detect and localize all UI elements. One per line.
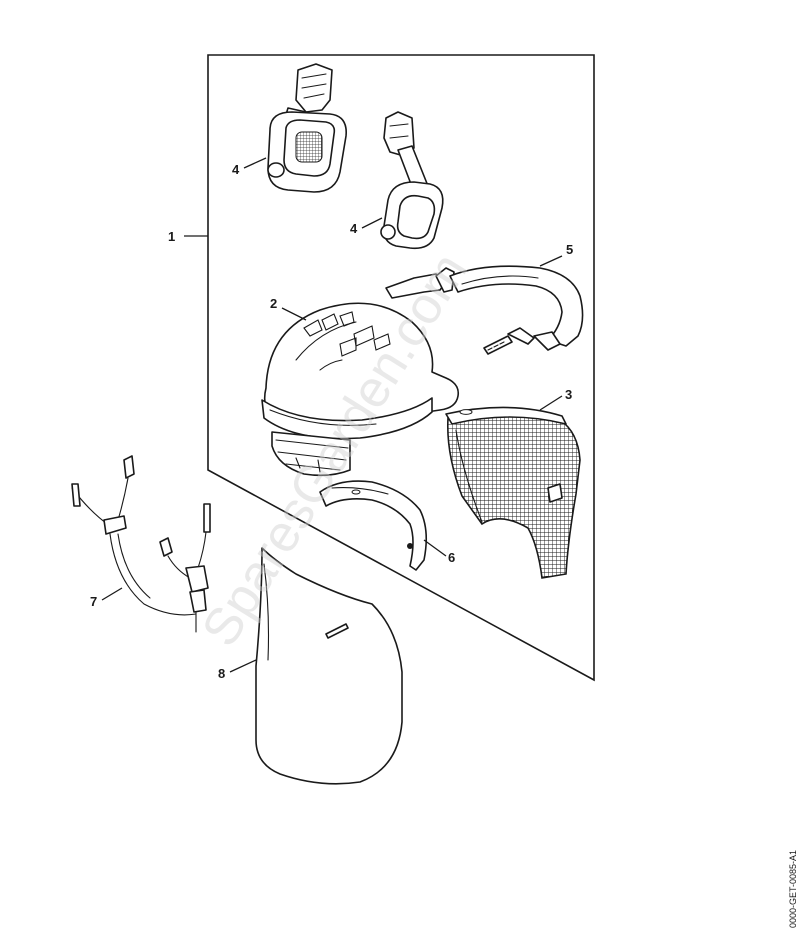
callout-label: 7	[90, 594, 97, 609]
callout-label: 5	[566, 242, 573, 257]
neck-guard	[255, 547, 403, 785]
callout-label: 8	[218, 666, 225, 681]
helmet-shell	[261, 302, 460, 477]
callout-4-lower: 4	[350, 217, 383, 236]
callout-label: 4	[350, 221, 358, 236]
callout-6: 6	[423, 539, 455, 565]
callout-1: 1	[168, 229, 208, 244]
reference-code: 0000-GET-0085-A1	[788, 850, 798, 928]
ear-protector-upper	[267, 63, 347, 193]
callout-5: 5	[539, 242, 573, 267]
callout-label: 6	[448, 550, 455, 565]
callout-label: 4	[232, 162, 240, 177]
callout-4-upper: 4	[232, 157, 267, 177]
assembly-frame	[207, 54, 595, 682]
visor-holder	[319, 480, 428, 571]
chin-strap	[71, 455, 211, 633]
callout-3: 3	[539, 387, 572, 411]
callout-7: 7	[90, 587, 123, 609]
callout-label: 3	[565, 387, 572, 402]
callout-8: 8	[218, 659, 257, 681]
visor-bracket	[385, 265, 584, 355]
mesh-visor	[445, 406, 581, 579]
callout-label: 1	[168, 229, 175, 244]
callout-label: 2	[270, 296, 277, 311]
callout-2: 2	[270, 296, 307, 321]
ear-protector-lower	[380, 111, 444, 250]
